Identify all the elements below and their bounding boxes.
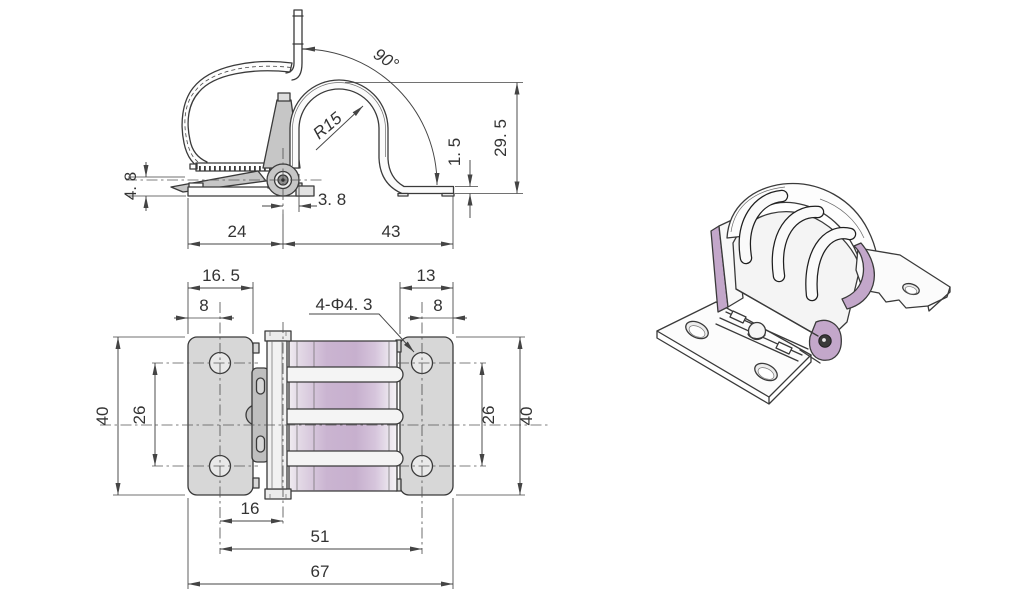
side-foot-tabs bbox=[397, 192, 455, 197]
dim-40l-label: 40 bbox=[93, 407, 112, 426]
dim-24-label: 24 bbox=[228, 222, 247, 241]
side-pivot-centerlines bbox=[126, 148, 322, 214]
dim-51-label: 51 bbox=[311, 527, 330, 546]
dim-r15-leader bbox=[315, 105, 364, 151]
dim-40r-label: 40 bbox=[517, 407, 536, 426]
side-pivot-center bbox=[281, 178, 285, 182]
plan-rib-bottom bbox=[269, 450, 404, 467]
dim-hole-callout-leader bbox=[309, 313, 415, 353]
plan-plate-steps bbox=[252, 339, 402, 492]
iso-hole-front-inner bbox=[757, 367, 775, 380]
plan-barrel-lines bbox=[269, 331, 287, 499]
dim-38-label: 3. 8 bbox=[318, 190, 346, 209]
dim-48-label: 4. 8 bbox=[121, 172, 140, 200]
isometric-view bbox=[656, 182, 951, 405]
iso-rib-3 bbox=[806, 228, 855, 300]
dim-r15-label: R15 bbox=[309, 108, 346, 143]
dim-arc-90 bbox=[302, 46, 440, 186]
plan-rib-top bbox=[269, 366, 404, 383]
iso-wing-hole-inner bbox=[904, 286, 918, 295]
dim-16-label: 16 bbox=[241, 499, 260, 518]
iso-rib-2 bbox=[772, 206, 823, 281]
plan-centerlines bbox=[100, 302, 548, 554]
dim-8l-label: 8 bbox=[199, 296, 208, 315]
dim-26r-label: 26 bbox=[479, 406, 498, 425]
iso-hinge-edge-lines bbox=[735, 288, 821, 364]
plan-barrel bbox=[266, 340, 288, 490]
dim-8r-label: 8 bbox=[433, 296, 442, 315]
dim-26l-label: 26 bbox=[130, 406, 149, 425]
dim-43-label: 43 bbox=[382, 222, 401, 241]
iso-rib-1 bbox=[739, 191, 787, 263]
dim-hole-callout-label: 4-Φ4. 3 bbox=[315, 295, 372, 314]
plan-extension-lines bbox=[113, 282, 525, 589]
plan-latch-slot-top bbox=[255, 377, 266, 395]
plan-view: 16. 5 8 13 8 4-Φ4. 3 40 26 26 40 16 51 bbox=[93, 266, 548, 589]
iso-strap-seams bbox=[730, 186, 865, 239]
iso-strap-purple-edge bbox=[841, 242, 876, 310]
iso-pivot-pin-hole bbox=[822, 338, 826, 342]
iso-hole-left-inner bbox=[688, 325, 706, 338]
side-left-strap-centerline bbox=[184, 65, 292, 167]
dim-15-label: 1. 5 bbox=[445, 138, 464, 166]
side-arch-r15 bbox=[289, 79, 455, 195]
iso-ribs bbox=[738, 189, 857, 302]
dim-13-label: 13 bbox=[417, 266, 436, 285]
plan-latch-slot-bottom bbox=[255, 435, 266, 453]
plan-rib-middle bbox=[269, 408, 404, 425]
side-view: 90° R15 4. 8 29. 5 1. 5 3. 8 24 43 bbox=[121, 9, 523, 249]
iso-knob bbox=[747, 321, 767, 341]
dim-90deg-label: 90° bbox=[370, 44, 402, 74]
dim-67-label: 67 bbox=[311, 562, 330, 581]
side-latch-hook bbox=[295, 185, 315, 197]
side-left-strap bbox=[181, 60, 293, 171]
dim-165-label: 16. 5 bbox=[202, 266, 240, 285]
dim-295-label: 29. 5 bbox=[491, 119, 510, 157]
side-lever-cap bbox=[277, 92, 291, 102]
iso-knob-shadow bbox=[747, 333, 766, 340]
iso-rail-clips bbox=[729, 310, 793, 355]
iso-wing-thickness bbox=[927, 286, 951, 312]
